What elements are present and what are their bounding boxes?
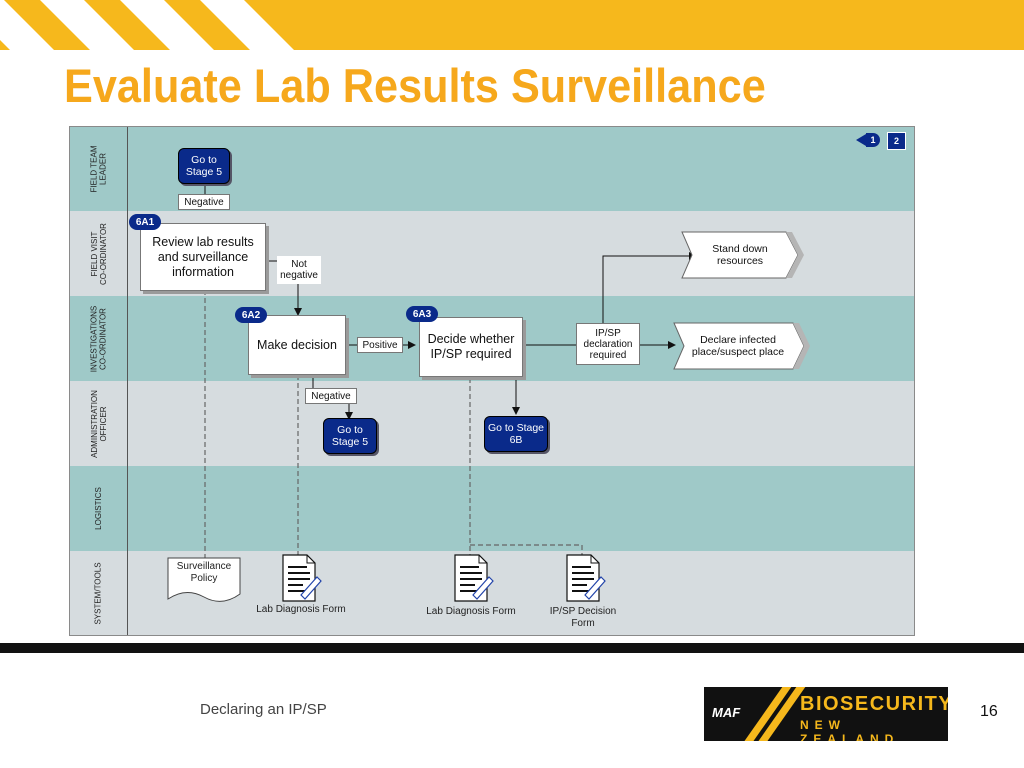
stand-down-resources: Stand down resources: [712, 243, 768, 267]
nav-page-2-button[interactable]: 2: [887, 132, 906, 150]
goto-stage6b-node: Go to Stage 6B: [484, 416, 548, 452]
lane-label-column: [70, 127, 128, 635]
process-6a1: Review lab results and surveillance info…: [140, 223, 266, 291]
lane-logistics: [70, 466, 914, 551]
lab-diagnosis-form-1: Lab Diagnosis Form: [256, 604, 346, 615]
logo-biosecurity: BIOSECURITY: [800, 693, 948, 715]
stand-down-shadow: [786, 232, 804, 278]
arrow-to-stand-down: [602, 252, 697, 327]
goto-stage5-admin-node: Go to Stage 5: [323, 418, 377, 454]
biosecurity-logo: MAF BIOSECURITY NEW ZEALAND: [704, 687, 948, 741]
maf-wordmark: MAF: [712, 705, 741, 720]
edge-label-ipsp-declaration: IP/SP declaration required: [576, 323, 640, 365]
ipsp-decision-form: IP/SP Decision Form: [549, 606, 617, 629]
swimlane-diagram: FIELD TEAM LEADER FIELD VISIT CO-ORDINAT…: [69, 126, 915, 636]
declare-infected-place: Declare infected place/suspect place: [691, 334, 785, 358]
edge-label-positive: Positive: [357, 337, 403, 353]
nav-back-arrow: [856, 134, 866, 146]
process-id-badge: 6A2: [235, 307, 267, 323]
header-band: [0, 0, 1024, 50]
slide-title: Evaluate Lab Results Surveillance: [64, 59, 766, 112]
bottom-bar: [0, 643, 1024, 653]
header-stripe: [190, 0, 314, 50]
declare-shadow: [793, 323, 810, 369]
lab-diagnosis-form-2: Lab Diagnosis Form: [426, 606, 516, 617]
process-id-badge: 6A1: [129, 214, 161, 230]
nav-page-1-button[interactable]: 1: [866, 133, 880, 147]
logo-new-zealand: NEW ZEALAND: [800, 718, 900, 741]
footer-text: Declaring an IP/SP: [200, 701, 327, 718]
page-number: 16: [980, 703, 998, 720]
process-6a2: Make decision: [248, 315, 346, 375]
process-id-badge: 6A3: [406, 306, 438, 322]
surveillance-policy: Surveillance Policy: [176, 561, 232, 584]
goto-stage5-node: Go to Stage 5: [178, 148, 230, 184]
dashed-link-ipsp-form: [470, 544, 583, 557]
edge-label-negative-admin: Negative: [305, 388, 357, 404]
edge-label-negative: Negative: [178, 194, 230, 210]
edge-label-not-negative: Not negative: [277, 256, 321, 284]
process-6a3: Decide whether IP/SP required: [419, 317, 523, 377]
policy-document-shape: [167, 557, 241, 602]
